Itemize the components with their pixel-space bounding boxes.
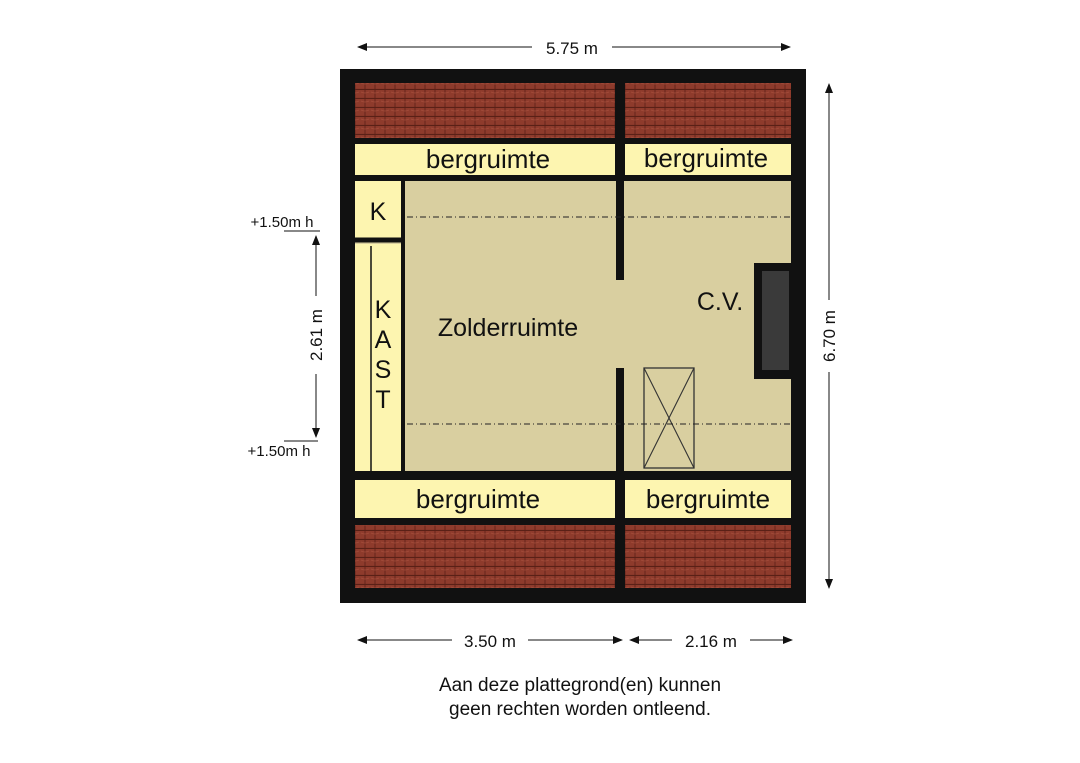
storage-bottom-right [625, 480, 791, 518]
storage-top-right [625, 144, 791, 175]
stair-hatch [643, 367, 695, 469]
label-storage-bottom-left: bergruimte [416, 484, 540, 514]
label-storage-top-right: bergruimte [644, 143, 768, 173]
storage-bottom-left [355, 480, 615, 518]
dim-total-height: 6.70 m [820, 310, 839, 362]
dim-right-width: 2.16 m [685, 632, 737, 651]
roof-tiles-bottom-right [625, 525, 791, 588]
level-bottom: +1.50m h [248, 443, 311, 460]
roof-tiles-top-left [355, 83, 615, 138]
label-heating: C.V. [697, 288, 743, 316]
attic-floor [355, 181, 791, 471]
label-storage-bottom-right: bergruimte [646, 484, 770, 514]
level-top: +1.50m h [251, 214, 314, 231]
storage-top-left [355, 144, 615, 175]
label-attic: Zolderruimte [438, 314, 578, 342]
roof-tiles-top-right [625, 83, 791, 138]
disclaimer-line-1: Aan deze plattegrond(en) kunnen [438, 675, 722, 696]
dim-total-width: 5.75 m [546, 39, 598, 58]
label-storage-top-left: bergruimte [426, 144, 550, 174]
disclaimer: Aan deze plattegrond(en) kunnen geen rec… [340, 674, 820, 722]
label-closet-small: K [370, 198, 387, 226]
dim-headroom-span: 2.61 m [307, 309, 326, 361]
roof-tiles-bottom-left [355, 525, 615, 588]
closet-tall [355, 244, 403, 471]
disclaimer-line-2: geen rechten worden ontleend. [449, 699, 711, 720]
closet-small [355, 181, 403, 238]
dim-left-width: 3.50 m [464, 632, 516, 651]
